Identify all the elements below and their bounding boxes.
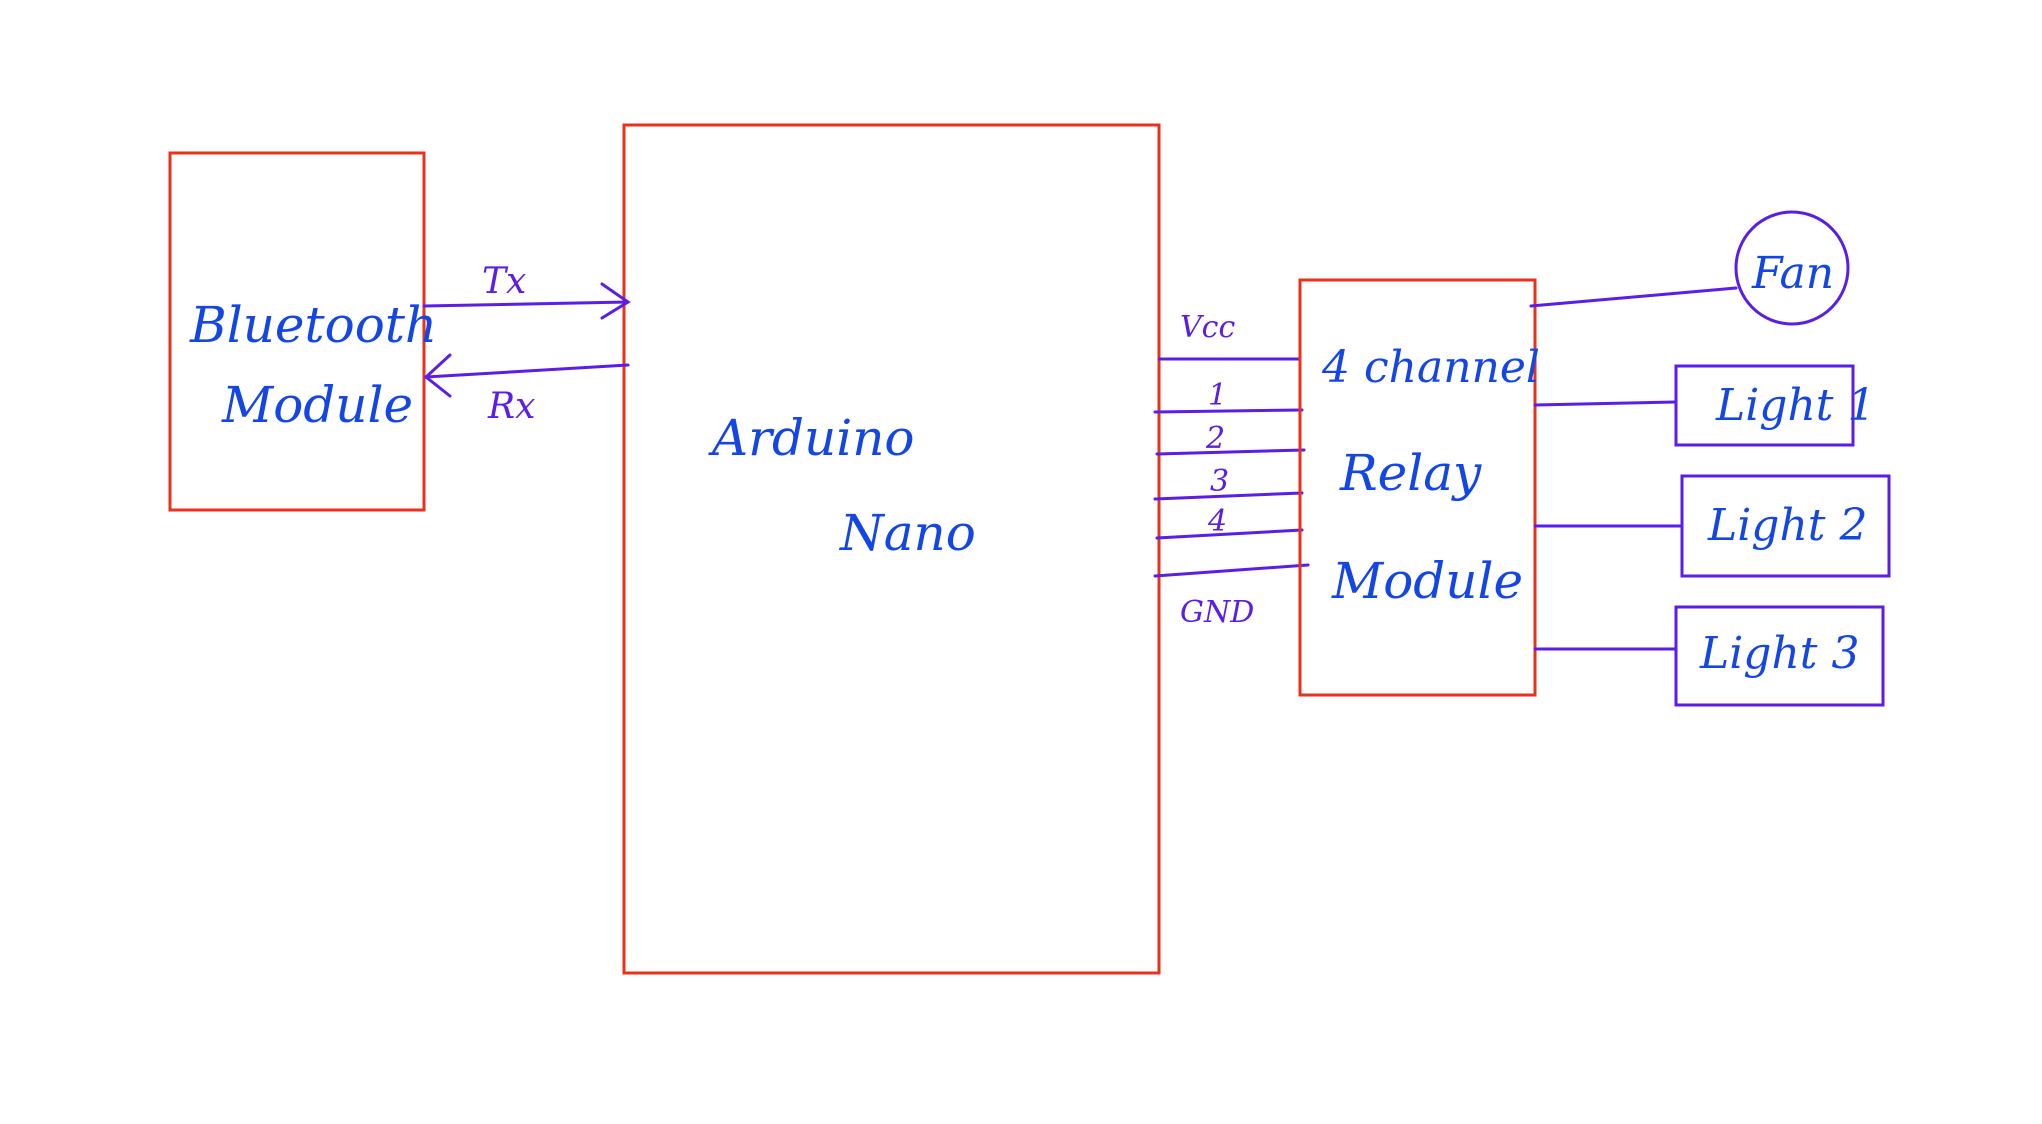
- light1-label: Light 1: [1715, 380, 1875, 431]
- bluetooth-module-label-line1: Bluetooth: [189, 296, 437, 354]
- pin4-label: 4: [1207, 504, 1227, 539]
- pin2-wire: [1155, 448, 1306, 456]
- rx-arrowhead: [423, 353, 452, 398]
- relay-module-label-line3: Module: [1331, 552, 1523, 610]
- arduino-nano-box: [622, 123, 1161, 975]
- fan-wire: [1529, 286, 1738, 308]
- light3-box: [1674, 605, 1885, 707]
- arduino-nano: Arduino Nano: [622, 123, 1161, 975]
- gnd-pin-label: GND: [1180, 595, 1254, 630]
- arduino-nano-label-line1: Arduino: [708, 409, 915, 467]
- tx-line: Tx: [422, 261, 631, 320]
- light3-label: Light 3: [1699, 628, 1859, 679]
- pin-wires: Vcc 1 2 3 4 GND: [1153, 310, 1310, 630]
- light3-load: Light 3: [1533, 605, 1885, 707]
- light1-box: [1674, 364, 1855, 447]
- pin4-wire: [1155, 528, 1304, 540]
- tx-arrowhead: [600, 282, 631, 320]
- pin1-wire: [1153, 408, 1304, 414]
- relay-module-label-line2: Relay: [1339, 444, 1482, 502]
- fan-load: Fan: [1529, 210, 1850, 326]
- bluetooth-module: Bluetooth Module: [168, 151, 437, 512]
- bluetooth-module-box: [168, 151, 426, 512]
- tx-wire: [422, 300, 630, 308]
- vcc-pin-label: Vcc: [1180, 310, 1235, 345]
- light1-load: Light 1: [1533, 364, 1875, 447]
- light2-load: Light 2: [1533, 474, 1891, 578]
- light1-wire: [1533, 400, 1678, 407]
- gnd-wire: [1153, 563, 1310, 578]
- rx-line: Rx: [423, 353, 630, 427]
- rx-wire: [424, 363, 630, 379]
- fan-circle: [1734, 210, 1850, 326]
- relay-module-box: [1298, 278, 1537, 697]
- relay-module-label-line1: 4 channel: [1321, 342, 1540, 393]
- rx-label: Rx: [487, 386, 535, 427]
- light2-box: [1680, 474, 1891, 578]
- relay-module: 4 channel Relay Module: [1298, 278, 1540, 697]
- light2-label: Light 2: [1707, 500, 1867, 551]
- pin2-label: 2: [1205, 421, 1225, 456]
- pin1-label: 1: [1208, 378, 1227, 413]
- pin3-wire: [1153, 491, 1304, 501]
- pin3-label: 3: [1210, 464, 1229, 499]
- fan-label: Fan: [1751, 248, 1834, 299]
- bluetooth-module-label-line2: Module: [221, 376, 413, 434]
- arduino-nano-label-line2: Nano: [839, 504, 976, 562]
- tx-label: Tx: [482, 261, 526, 302]
